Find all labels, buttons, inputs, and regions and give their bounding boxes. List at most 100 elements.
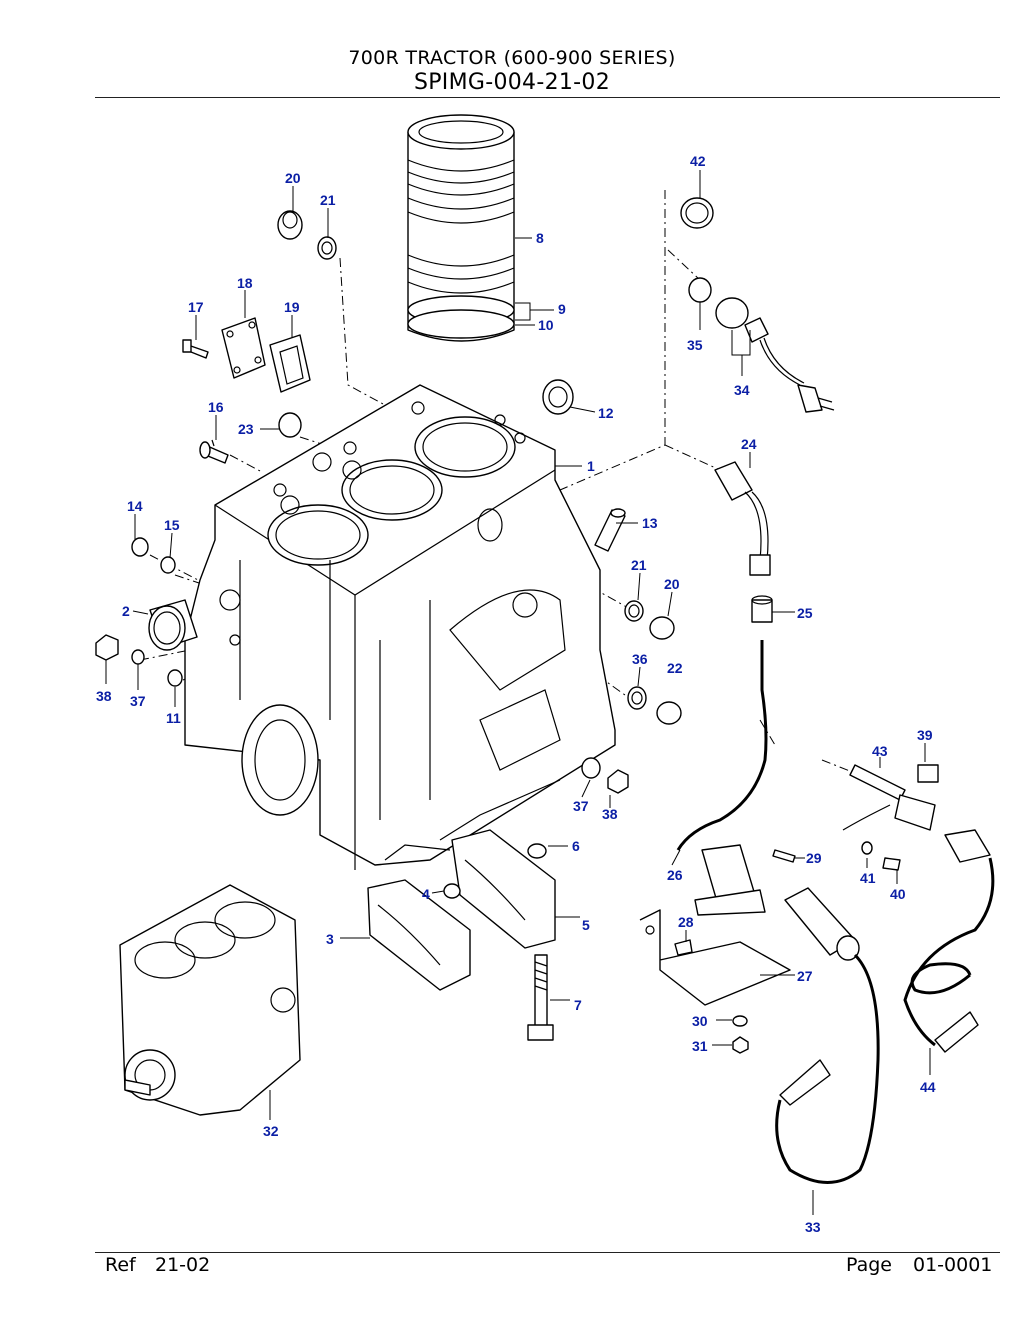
nut-38-right bbox=[607, 769, 629, 794]
callout-17: 17 bbox=[188, 299, 204, 315]
callout-8: 8 bbox=[536, 230, 544, 246]
nut-38-left bbox=[95, 634, 119, 661]
callout-23: 23 bbox=[238, 421, 254, 437]
switch-34 bbox=[715, 297, 835, 413]
callout-7: 7 bbox=[574, 997, 582, 1013]
footer-page-value: 01-0001 bbox=[913, 1254, 993, 1276]
callout-2: 2 bbox=[122, 603, 130, 619]
washer-21-upper bbox=[317, 236, 337, 260]
washer-36 bbox=[627, 686, 647, 710]
washer-37-right bbox=[581, 757, 601, 779]
callout-28: 28 bbox=[678, 914, 694, 930]
plug-12 bbox=[542, 379, 574, 415]
callout-12: 12 bbox=[598, 405, 614, 421]
footer-page-label: Page bbox=[846, 1254, 892, 1276]
washer-11 bbox=[167, 669, 183, 687]
bolt-17 bbox=[182, 339, 209, 359]
pipe-13 bbox=[594, 508, 626, 552]
header-rule bbox=[95, 97, 1000, 98]
callout-24: 24 bbox=[741, 436, 757, 452]
plug-22 bbox=[656, 701, 682, 725]
callout-25: 25 bbox=[797, 605, 813, 621]
nut-31 bbox=[732, 1036, 749, 1054]
washer-41 bbox=[861, 841, 873, 855]
washer-30 bbox=[732, 1015, 748, 1027]
callout-21-upper: 21 bbox=[320, 192, 336, 208]
bushing-2 bbox=[148, 599, 198, 651]
callout-37-left: 37 bbox=[130, 693, 146, 709]
callout-21-right: 21 bbox=[631, 557, 647, 573]
cylinder-block bbox=[184, 384, 616, 870]
callout-29: 29 bbox=[806, 850, 822, 866]
gasket-19 bbox=[269, 334, 311, 393]
bolt-40 bbox=[882, 857, 901, 871]
callout-5: 5 bbox=[582, 917, 590, 933]
plug-44-cord bbox=[842, 804, 995, 1053]
bolt-29 bbox=[772, 849, 796, 863]
cord-33 bbox=[775, 953, 880, 1184]
cord-26 bbox=[694, 844, 766, 916]
callout-11: 11 bbox=[166, 710, 181, 726]
heater-element-24 bbox=[714, 461, 771, 576]
plug-20-right bbox=[649, 616, 675, 640]
bolt-4 bbox=[443, 883, 461, 899]
callout-43: 43 bbox=[872, 743, 888, 759]
heater-body-33 bbox=[784, 887, 860, 961]
callout-37-right: 37 bbox=[573, 798, 589, 814]
callout-34: 34 bbox=[734, 382, 750, 398]
callout-42: 42 bbox=[690, 153, 706, 169]
callout-15: 15 bbox=[164, 517, 180, 533]
plug-23 bbox=[278, 412, 302, 438]
callout-30: 30 bbox=[692, 1013, 708, 1029]
document-ref-code: SPIMG-004-21-02 bbox=[413, 70, 611, 95]
callout-38-right: 38 bbox=[602, 806, 618, 822]
callout-22: 22 bbox=[667, 660, 683, 676]
callout-3: 3 bbox=[326, 931, 334, 947]
footer-rule bbox=[95, 1252, 1000, 1253]
block-assembly-32 bbox=[119, 884, 301, 1116]
connector-43 bbox=[849, 764, 936, 831]
bracket-27 bbox=[639, 909, 791, 1006]
assembly-guide-lines bbox=[139, 190, 861, 776]
callout-6: 6 bbox=[572, 838, 580, 854]
cap-42 bbox=[680, 197, 714, 229]
leader-lines bbox=[105, 170, 931, 1215]
callout-labels: 20 21 18 17 19 16 23 8 9 10 12 1 13 14 1… bbox=[96, 153, 936, 1235]
callout-40: 40 bbox=[890, 886, 906, 902]
callout-32: 32 bbox=[263, 1123, 279, 1139]
callout-4: 4 bbox=[422, 886, 430, 902]
callout-13: 13 bbox=[642, 515, 658, 531]
washer-37-left bbox=[131, 649, 145, 665]
callout-18: 18 bbox=[237, 275, 253, 291]
footer-ref-value: 21-02 bbox=[155, 1254, 211, 1276]
plug-20-upper bbox=[277, 210, 303, 240]
bearing-cap-5 bbox=[451, 829, 556, 949]
footer-ref-label: Ref bbox=[105, 1254, 136, 1276]
callout-31: 31 bbox=[692, 1038, 708, 1054]
heater-hose bbox=[676, 640, 768, 851]
callout-19: 19 bbox=[284, 299, 300, 315]
bushing-39 bbox=[917, 764, 939, 783]
washer-21-right bbox=[624, 600, 644, 622]
bolt-6 bbox=[527, 843, 547, 859]
callout-41: 41 bbox=[860, 870, 876, 886]
callout-38-left: 38 bbox=[96, 688, 112, 704]
callout-14: 14 bbox=[127, 498, 143, 514]
bolt-7 bbox=[527, 954, 554, 1041]
cylinder-liner bbox=[407, 114, 515, 342]
callout-33: 33 bbox=[805, 1219, 821, 1235]
callout-26: 26 bbox=[667, 867, 683, 883]
washer-15 bbox=[160, 556, 176, 574]
callout-20-right: 20 bbox=[664, 576, 680, 592]
callout-35: 35 bbox=[687, 337, 703, 353]
callout-27: 27 bbox=[797, 968, 813, 984]
callout-10: 10 bbox=[538, 317, 554, 333]
sleeve-25 bbox=[751, 595, 773, 623]
cover-18 bbox=[221, 317, 266, 379]
document-title: 700R TRACTOR (600-900 SERIES) bbox=[348, 47, 676, 69]
callout-44: 44 bbox=[920, 1079, 936, 1095]
callout-36: 36 bbox=[632, 651, 648, 667]
callout-39: 39 bbox=[917, 727, 933, 743]
callout-9: 9 bbox=[558, 301, 566, 317]
